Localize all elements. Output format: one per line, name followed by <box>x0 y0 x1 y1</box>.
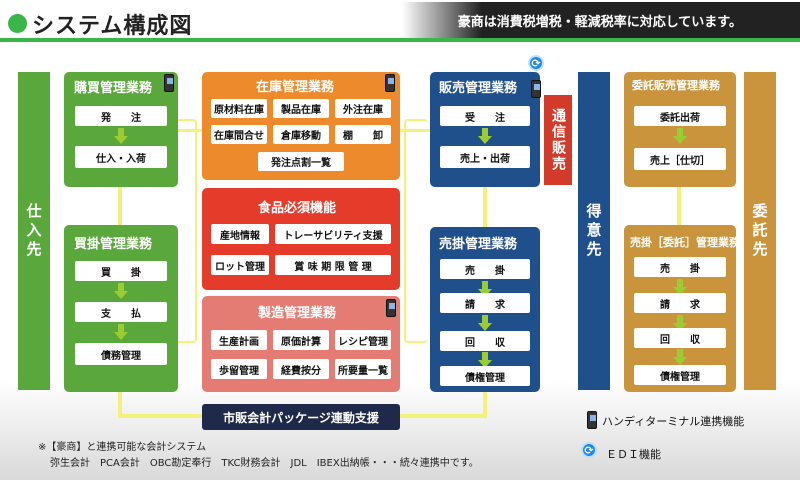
down-arrow-icon <box>114 283 128 299</box>
receivable-panel: 売掛管理業務 売 掛 請 求 回 収 債権管理 <box>430 227 540 392</box>
footnote-heading: ※【豪商】と連携可能な会計システム <box>38 442 207 453</box>
food-origin-box: 産地情報 <box>211 224 269 244</box>
connector-right-bottom-v <box>483 392 487 416</box>
down-arrow-icon <box>478 128 492 144</box>
receivable-accrue-box: 売 掛 <box>440 259 530 279</box>
connector-purchase-payable <box>118 187 122 225</box>
consign-credit-box: 債権管理 <box>634 365 726 385</box>
payable-debt-box: 債務管理 <box>75 343 167 365</box>
legend-handy-label: ハンディターミナル連携機能 <box>602 415 745 428</box>
consignee-bar: 委託先 <box>744 72 776 390</box>
food-expiry-box: 賞 味 期 限 管 理 <box>275 255 391 275</box>
inventory-transfer-box: 倉庫移動 <box>273 125 329 144</box>
handy-terminal-icon <box>385 74 395 92</box>
handy-terminal-icon <box>531 80 541 98</box>
consign-receivable-panel: 売掛［委託］管理業務 売 掛 請 求 回 収 債権管理 <box>624 225 740 392</box>
inventory-outsource-box: 外注在庫 <box>335 99 391 118</box>
mfg-expense-box: 経費按分 <box>273 359 329 379</box>
inventory-raw-box: 原材料在庫 <box>211 99 267 118</box>
down-arrow-icon <box>673 349 687 365</box>
sales-order-box: 受 注 <box>440 106 530 126</box>
consign-settle-box: 売上［仕切］ <box>634 148 726 170</box>
consign-sales-panel: 委託販売管理業務 委託出荷 売上［仕切］ <box>624 72 736 187</box>
connector-right-bottom-h <box>400 414 487 418</box>
mail-order-badge: 通信販売 <box>544 95 572 185</box>
payable-accrue-box: 買 掛 <box>75 261 167 281</box>
down-arrow-icon <box>478 315 492 331</box>
consign-bill-box: 請 求 <box>634 293 726 313</box>
payable-pay-box: 支 払 <box>75 302 167 322</box>
mfg-cost-box: 原価計算 <box>273 330 329 350</box>
connector-left-bottom-h <box>118 414 204 418</box>
connector-purchase-inventory <box>178 129 202 132</box>
connector-right-loop <box>404 119 428 343</box>
payable-panel: 買掛管理業務 買 掛 支 払 債務管理 <box>64 225 178 392</box>
title-dot-icon <box>8 14 27 33</box>
food-panel: 食品必須機能 産地情報 トレーサビリティ支援 ロット管理 賞 味 期 限 管 理 <box>202 188 400 290</box>
connector-consign <box>677 187 681 225</box>
down-arrow-icon <box>114 128 128 144</box>
accounting-link-bar: 市販会計パッケージ連動支援 <box>202 404 400 430</box>
edi-legend-icon: ⟳ <box>581 442 597 458</box>
inventory-product-box: 製品在庫 <box>273 99 329 118</box>
tax-notice-banner: 豪商は消費税増税・軽減税率に対応しています。 <box>402 2 800 38</box>
purchase-receive-box: 仕入・入荷 <box>75 146 167 168</box>
purchase-title: 購買管理業務 <box>74 81 153 96</box>
handy-terminal-icon <box>386 299 396 317</box>
purchase-panel: 購買管理業務 発 注 仕入・入荷 <box>64 72 178 187</box>
food-title: 食品必須機能 <box>258 201 337 216</box>
purchase-order-box: 発 注 <box>75 106 167 126</box>
sales-ship-box: 売上・出荷 <box>440 146 530 168</box>
connector-inventory-sales <box>400 129 432 132</box>
sales-title: 販売管理業務 <box>439 81 518 96</box>
inventory-reorder-box: 発注点割一覧 <box>258 152 344 171</box>
manufacturing-title: 製造管理業務 <box>258 306 337 321</box>
consign-collect-box: 回 収 <box>634 328 726 348</box>
receivable-title: 売掛管理業務 <box>439 237 518 252</box>
down-arrow-icon <box>673 128 687 144</box>
inventory-title: 在庫管理業務 <box>256 80 335 95</box>
inventory-stocktake-box: 棚 卸 <box>335 125 391 144</box>
mfg-yield-box: 歩留管理 <box>211 359 267 379</box>
payable-title: 買掛管理業務 <box>74 237 153 252</box>
customer-bar: 得意先 <box>578 72 610 390</box>
inventory-panel: 在庫管理業務 原材料在庫 製品在庫 外注在庫 在庫間合せ 倉庫移動 棚 卸 発注… <box>202 72 400 180</box>
receivable-collect-box: 回 収 <box>440 331 530 351</box>
down-arrow-icon <box>673 279 687 295</box>
handy-terminal-legend-icon <box>587 411 597 429</box>
mfg-recipe-box: レシピ管理 <box>335 330 391 350</box>
consign-sales-title: 委託販売管理業務 <box>632 79 720 92</box>
connector-left-loop <box>169 119 197 343</box>
food-lot-box: ロット管理 <box>211 255 269 275</box>
food-traceability-box: トレーサビリティ支援 <box>275 224 391 244</box>
down-arrow-icon <box>114 324 128 340</box>
down-arrow-icon <box>478 352 492 368</box>
consign-receivable-title: 売掛［委託］管理業務 <box>630 236 740 249</box>
page-title: システム構成図 <box>32 14 193 39</box>
title-underline <box>0 38 800 42</box>
mfg-requirement-box: 所要量一覧 <box>335 359 391 379</box>
sales-panel: 販売管理業務 受 注 売上・出荷 <box>430 72 540 187</box>
legend-edi-label: ＥＤＩ機能 <box>606 448 661 461</box>
connector-sales-receivable <box>483 187 487 227</box>
receivable-bill-box: 請 求 <box>440 293 530 313</box>
manufacturing-panel: 製造管理業務 生産計画 原価計算 レシピ管理 歩留管理 経費按分 所要量一覧 <box>202 296 400 392</box>
inventory-inquiry-box: 在庫間合せ <box>211 125 267 144</box>
edi-icon: ⟳ <box>528 55 544 71</box>
footnote-systems: 弥生会計 PCA会計 OBC勘定奉行 TKC財務会計 JDL IBEX出納帳・・… <box>50 458 479 469</box>
consign-ship-box: 委託出荷 <box>634 106 726 126</box>
mfg-plan-box: 生産計画 <box>211 330 267 350</box>
receivable-credit-box: 債権管理 <box>440 366 530 386</box>
down-arrow-icon <box>673 315 687 331</box>
handy-terminal-icon <box>164 74 174 92</box>
supplier-bar: 仕入先 <box>18 72 50 390</box>
consign-accrue-box: 売 掛 <box>634 257 726 277</box>
connector-left-bottom-v <box>118 392 122 416</box>
